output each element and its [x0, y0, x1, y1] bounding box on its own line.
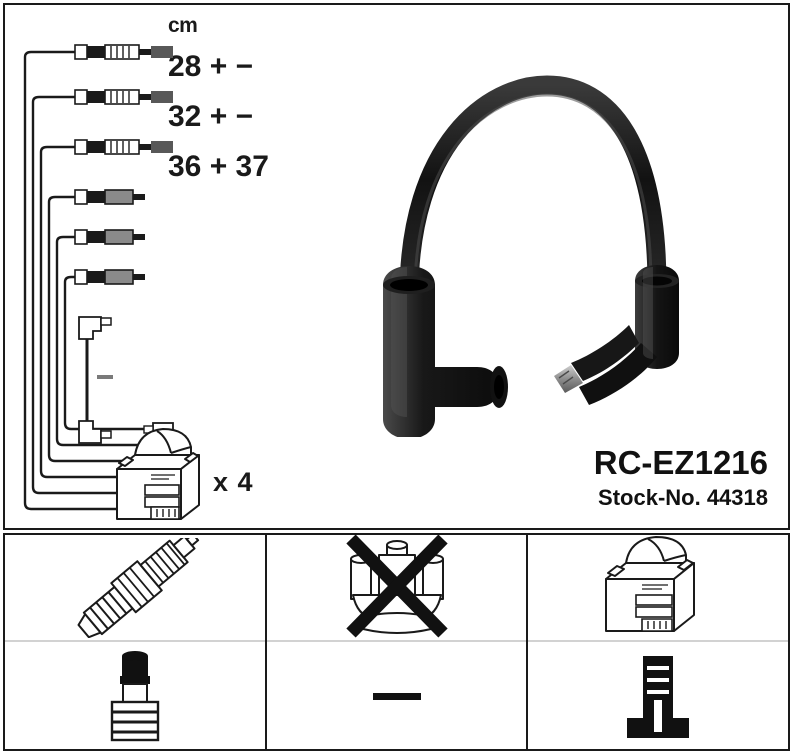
dimension-row-text: 32 + −	[168, 100, 254, 133]
spark-plug-icon	[77, 537, 199, 638]
jumper-cable	[78, 316, 113, 444]
icon-column-spark-plug	[5, 535, 265, 749]
product-identity-block: RC-EZ1216 Stock-No. 44318	[408, 445, 768, 511]
lead-connector-group	[74, 44, 173, 285]
icon-cell	[5, 535, 265, 642]
icon-column-ignition-coil	[526, 535, 789, 749]
stock-number: Stock-No. 44318	[598, 484, 768, 510]
dimension-row: 36 + 37	[168, 142, 348, 192]
dimension-row-text: 28 + −	[168, 50, 254, 83]
dimension-row: 28 + −	[168, 42, 348, 92]
dimension-unit-header: cm	[168, 14, 198, 37]
application-icon-strip	[3, 533, 790, 751]
coil-terminal-icon	[627, 655, 690, 738]
distributor-cap-crossed-out-icon	[345, 533, 448, 638]
ignition-coil-icon	[605, 535, 696, 632]
icon-cell	[528, 642, 788, 749]
icon-cell	[267, 642, 527, 749]
icon-cell	[5, 642, 265, 749]
rubber-boot-connector-icon	[110, 650, 160, 741]
icon-cell	[266, 533, 527, 642]
dimension-row-text: 36 + 37	[168, 150, 269, 183]
ignition-lead-photo	[357, 67, 717, 437]
main-illustration-panel: cm 28 + − 32 + − 36 + 37	[3, 3, 790, 530]
cable-arch	[399, 75, 667, 305]
icon-cell	[528, 535, 789, 642]
product-code: RC-EZ1216	[593, 444, 768, 481]
coil-connector-right	[554, 265, 679, 405]
dimension-table: cm 28 + − 32 + − 36 + 37	[168, 15, 348, 192]
dash-icon	[372, 692, 421, 700]
ignition-coil-icon	[116, 428, 200, 520]
coil-quantity-label: x 4	[213, 467, 254, 497]
dimension-row: 32 + −	[168, 92, 348, 142]
coil-quantity-group	[105, 423, 275, 528]
spark-plug-boot-left	[383, 266, 508, 437]
icon-column-distributor-cap	[264, 533, 527, 749]
